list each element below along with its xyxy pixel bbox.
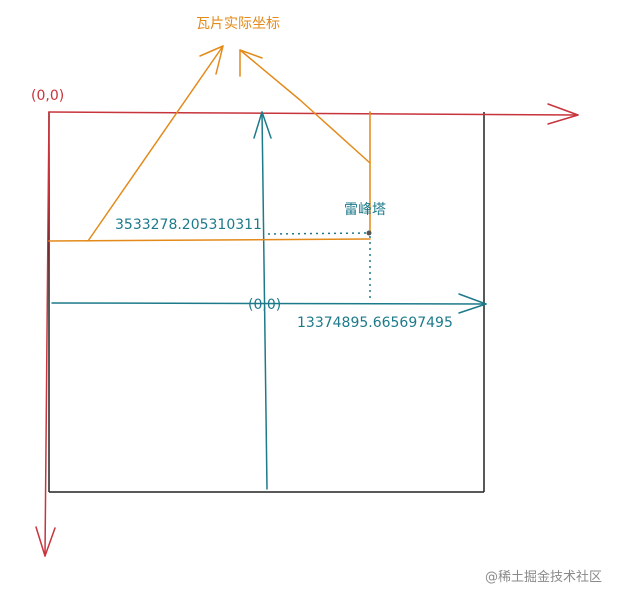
landmark-label: 雷峰塔 (344, 202, 386, 218)
tile-horizontal-line (48, 238, 371, 242)
center-x-arrowhead (458, 293, 487, 314)
center-y-axis (261, 111, 268, 490)
dotted-guide-horizontal (267, 232, 369, 235)
tile-coords-title: 瓦片实际坐标 (196, 16, 280, 32)
watermark: @稀土掘金技术社区 (485, 569, 602, 585)
tile-coordinate-lines (48, 45, 371, 242)
y-coordinate-label: 3533278.205310311 (115, 217, 262, 233)
center-y-arrowhead (253, 111, 272, 139)
x-coordinate-label: 13374895.665697495 (297, 315, 453, 331)
screen-y-axis (44, 111, 50, 557)
screen-x-axis (48, 111, 579, 116)
tile-right-pointer (239, 49, 371, 164)
screen-axes (35, 103, 579, 557)
tile-left-pointer (87, 45, 224, 242)
tile-right-pointer-arrowhead (239, 49, 263, 77)
center-axes (51, 111, 487, 490)
screen-y-arrowhead (35, 526, 56, 557)
dotted-guides (267, 232, 371, 302)
tile-left-pointer-arrowhead (199, 45, 224, 75)
screen-origin-label: (0,0) (31, 88, 64, 104)
screen-x-arrowhead (547, 103, 579, 125)
landmark-point (366, 230, 372, 236)
center-x-axis (51, 302, 487, 305)
center-origin-label: (0,0) (248, 297, 281, 313)
